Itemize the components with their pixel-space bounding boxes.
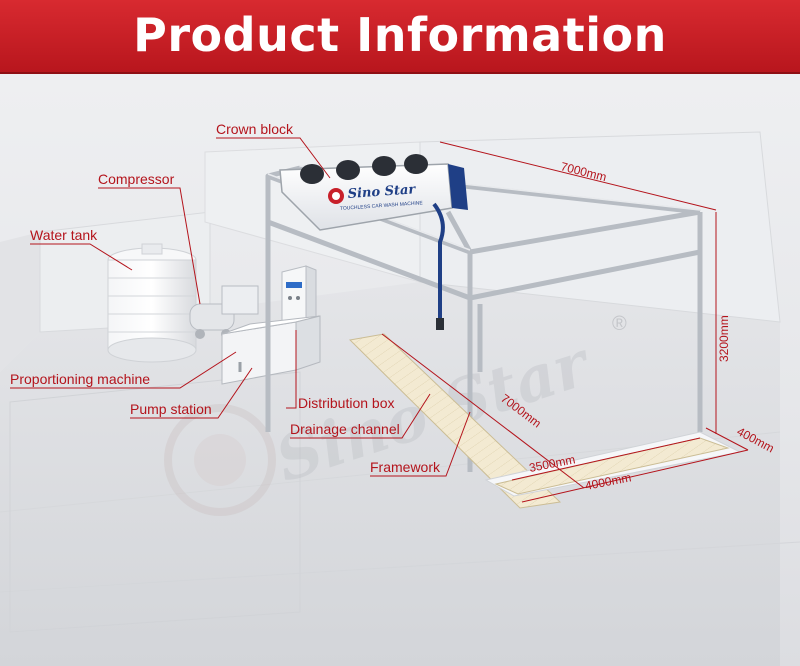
brand-tagline: TOUCHLESS CAR WASH MACHINE — [340, 200, 424, 212]
registered-mark: ® — [612, 313, 627, 335]
label-compressor: Compressor — [98, 171, 175, 187]
brand-logo-text: Sino Star — [347, 182, 417, 202]
leader-lines — [10, 137, 471, 477]
dim-height: 3200mm — [717, 315, 731, 362]
drainage-channels — [348, 333, 742, 509]
header-banner: Product Information — [0, 0, 800, 74]
water-tank — [107, 243, 197, 363]
page-title: Product Information — [133, 8, 667, 62]
label-pump-station: Pump station — [130, 401, 212, 417]
label-crown-block: Crown block — [216, 121, 294, 137]
label-proportioning-machine: Proportioning machine — [10, 371, 150, 387]
label-drainage-channel: Drainage channel — [290, 421, 400, 437]
label-distribution-box: Distribution box — [298, 395, 395, 411]
label-framework: Framework — [370, 459, 441, 475]
label-water-tank: Water tank — [30, 227, 98, 243]
dimension-lines — [381, 141, 749, 503]
crown-block: Sino Star TOUCHLESS CAR WASH MACHINE — [279, 154, 468, 330]
car-wash-diagram: Sino Star ® — [0, 121, 800, 666]
